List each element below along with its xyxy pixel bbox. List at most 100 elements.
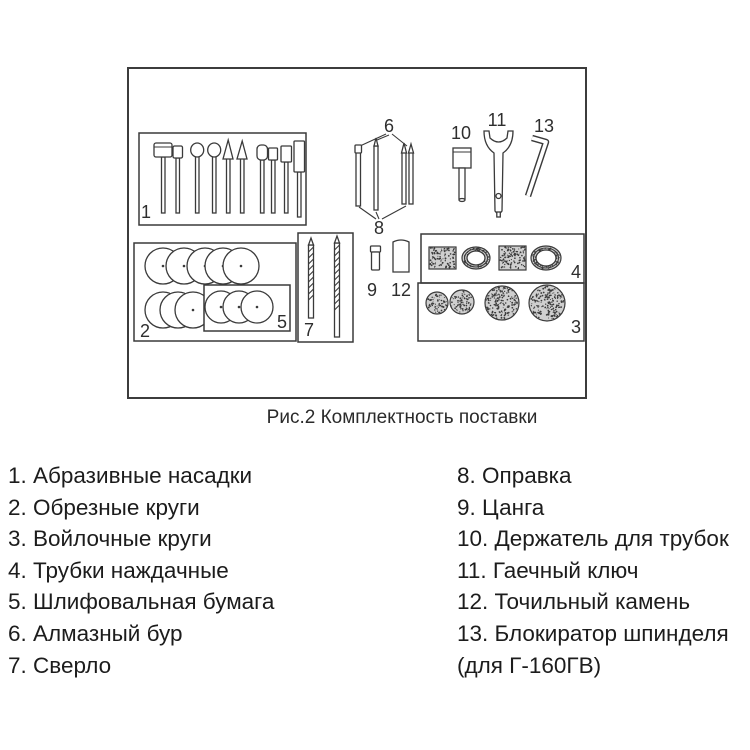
grain-dot: [458, 304, 460, 306]
drill-tip: [307, 236, 315, 246]
drill-flutes: [308, 246, 314, 301]
grain-dot: [508, 288, 511, 291]
grain-dot: [516, 302, 518, 305]
grain-dot: [558, 257, 560, 259]
grain-dot: [468, 301, 470, 304]
grain-dot: [511, 297, 514, 300]
grain-dot: [459, 311, 461, 313]
abrasive-bit: [222, 137, 234, 214]
grain-dot: [464, 309, 467, 311]
grain-dot: [551, 315, 554, 317]
grain-dot: [502, 288, 504, 290]
grain-dot: [493, 289, 496, 291]
grain-dot: [531, 255, 533, 257]
callout-11: 11: [488, 110, 507, 130]
grain-dot: [551, 301, 553, 303]
disc-center: [182, 264, 186, 268]
bit-head: [172, 145, 184, 159]
grain-dot: [521, 254, 523, 257]
grain-dot: [429, 247, 432, 249]
callout-2: 2: [140, 321, 150, 341]
grain-dot: [494, 300, 497, 303]
grain-dot: [530, 305, 533, 307]
callout-10: 10: [451, 123, 471, 143]
grain-dot: [518, 259, 521, 262]
grain-dot: [454, 296, 456, 298]
grain-dot: [495, 295, 497, 297]
grain-dot: [509, 297, 512, 300]
grain-dot: [459, 300, 461, 302]
grain-dot: [532, 311, 535, 314]
grain-dot: [531, 303, 533, 305]
grain-dot: [502, 261, 505, 264]
grain-dot: [546, 304, 549, 307]
grain-dot: [452, 250, 454, 252]
wrench-hole: [495, 192, 502, 200]
grain-dot: [548, 310, 551, 313]
bur-head: [373, 137, 379, 147]
abrasive-bit: [293, 140, 306, 218]
bit-shaft: [296, 171, 302, 218]
abrasive-bit: [153, 142, 173, 214]
grain-dot: [498, 294, 500, 296]
grain-dot: [490, 299, 492, 301]
grain-dot: [509, 266, 511, 269]
grain-dot: [553, 309, 555, 312]
grain-dot: [554, 311, 556, 314]
legend-item: 9. Цанга: [457, 494, 545, 520]
grain-dot: [432, 298, 434, 301]
grain-dot: [501, 296, 504, 299]
grain-dot: [520, 263, 523, 266]
grain-dot: [504, 246, 507, 249]
grain-dot: [434, 249, 437, 252]
grain-dot: [497, 307, 500, 309]
holder-tip: [458, 197, 466, 203]
diamond-bur: [400, 142, 408, 205]
grain-dot: [505, 261, 508, 263]
grain-dot: [517, 267, 520, 270]
grain-dot: [508, 291, 510, 293]
grain-dot: [515, 250, 518, 253]
grain-dot: [501, 254, 504, 257]
sanding-band-ring: [461, 246, 491, 270]
grain-dot: [507, 248, 510, 251]
grain-dot: [504, 260, 506, 262]
texture-grain: [451, 290, 472, 313]
grain-dot: [546, 296, 549, 298]
grain-dot: [513, 308, 515, 311]
bit-head: [222, 137, 234, 160]
grain-dot: [506, 287, 508, 289]
grain-dot: [500, 299, 503, 302]
grain-dot: [513, 261, 516, 264]
grain-dot: [436, 295, 439, 298]
grain-dot: [539, 295, 542, 298]
grain-dot: [466, 295, 468, 298]
grain-dot: [504, 312, 507, 314]
grain-dot: [461, 308, 464, 310]
bit-head: [280, 145, 293, 163]
grain-dot: [454, 267, 456, 268]
grain-dot: [504, 313, 507, 316]
spindle-lock-group: 13: [524, 116, 554, 198]
grain-dot: [431, 247, 433, 249]
grain-dot: [515, 308, 518, 310]
grain-dot: [434, 306, 436, 308]
grain-dot: [436, 305, 438, 307]
diamond-bur: [354, 144, 363, 207]
grain-dot: [503, 253, 505, 255]
grain-dot: [524, 248, 526, 250]
grain-dot: [463, 297, 466, 299]
grain-dot: [468, 309, 471, 311]
grain-dot: [434, 265, 436, 268]
grain-dot: [501, 259, 503, 262]
grain-dot: [444, 260, 446, 262]
grain-dot: [438, 294, 441, 296]
grain-dot: [560, 301, 563, 304]
grain-dot: [443, 300, 446, 303]
grain-dot: [461, 294, 464, 297]
bit-shaft: [270, 159, 276, 214]
grain-dot: [546, 285, 549, 288]
grain-dot: [542, 291, 545, 294]
grain-dot: [552, 311, 554, 313]
grain-dot: [533, 306, 536, 308]
